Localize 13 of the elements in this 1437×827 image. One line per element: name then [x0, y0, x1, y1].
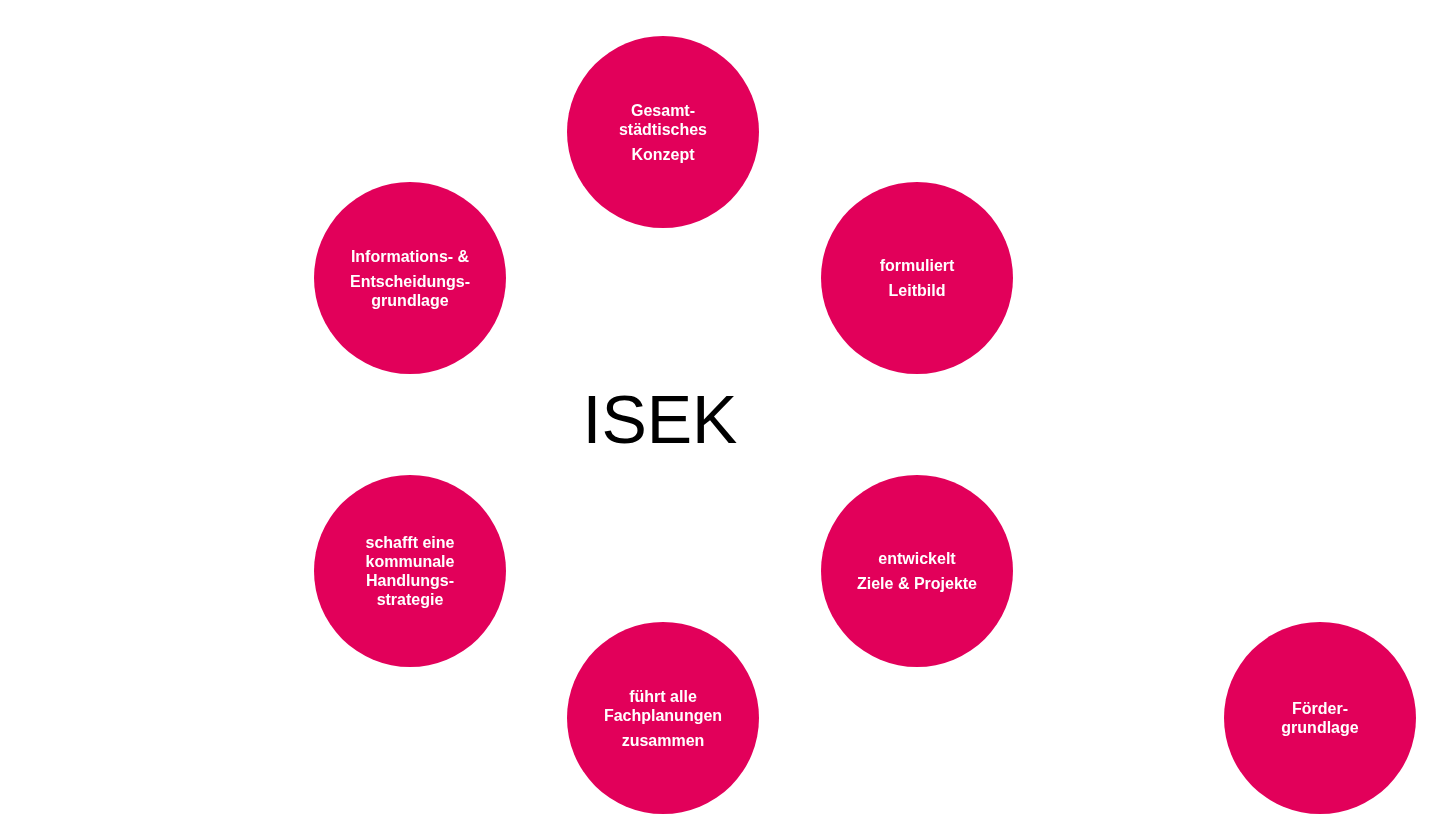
circle-text: zusammen: [620, 730, 706, 750]
circle-text: Leitbild: [887, 281, 947, 300]
circle-text: Förder- grundlage: [1280, 699, 1360, 737]
circle-text: schafft eine kommunale Handlungs- strategie: [364, 533, 456, 609]
diagram-title: ISEK: [581, 380, 739, 458]
circle-text: Gesamt- städtisches: [617, 100, 708, 139]
circle-text: entwickelt: [877, 549, 957, 568]
circle-text: Informations- &: [349, 246, 471, 266]
circle-text: formuliert: [878, 256, 956, 275]
circle-text: Konzept: [630, 144, 696, 164]
circle-text: Ziele & Projekte: [855, 574, 978, 593]
circle-text: Entscheidungs- grundlage: [349, 271, 471, 310]
circle-text: führt alle Fachplanungen: [602, 686, 724, 725]
